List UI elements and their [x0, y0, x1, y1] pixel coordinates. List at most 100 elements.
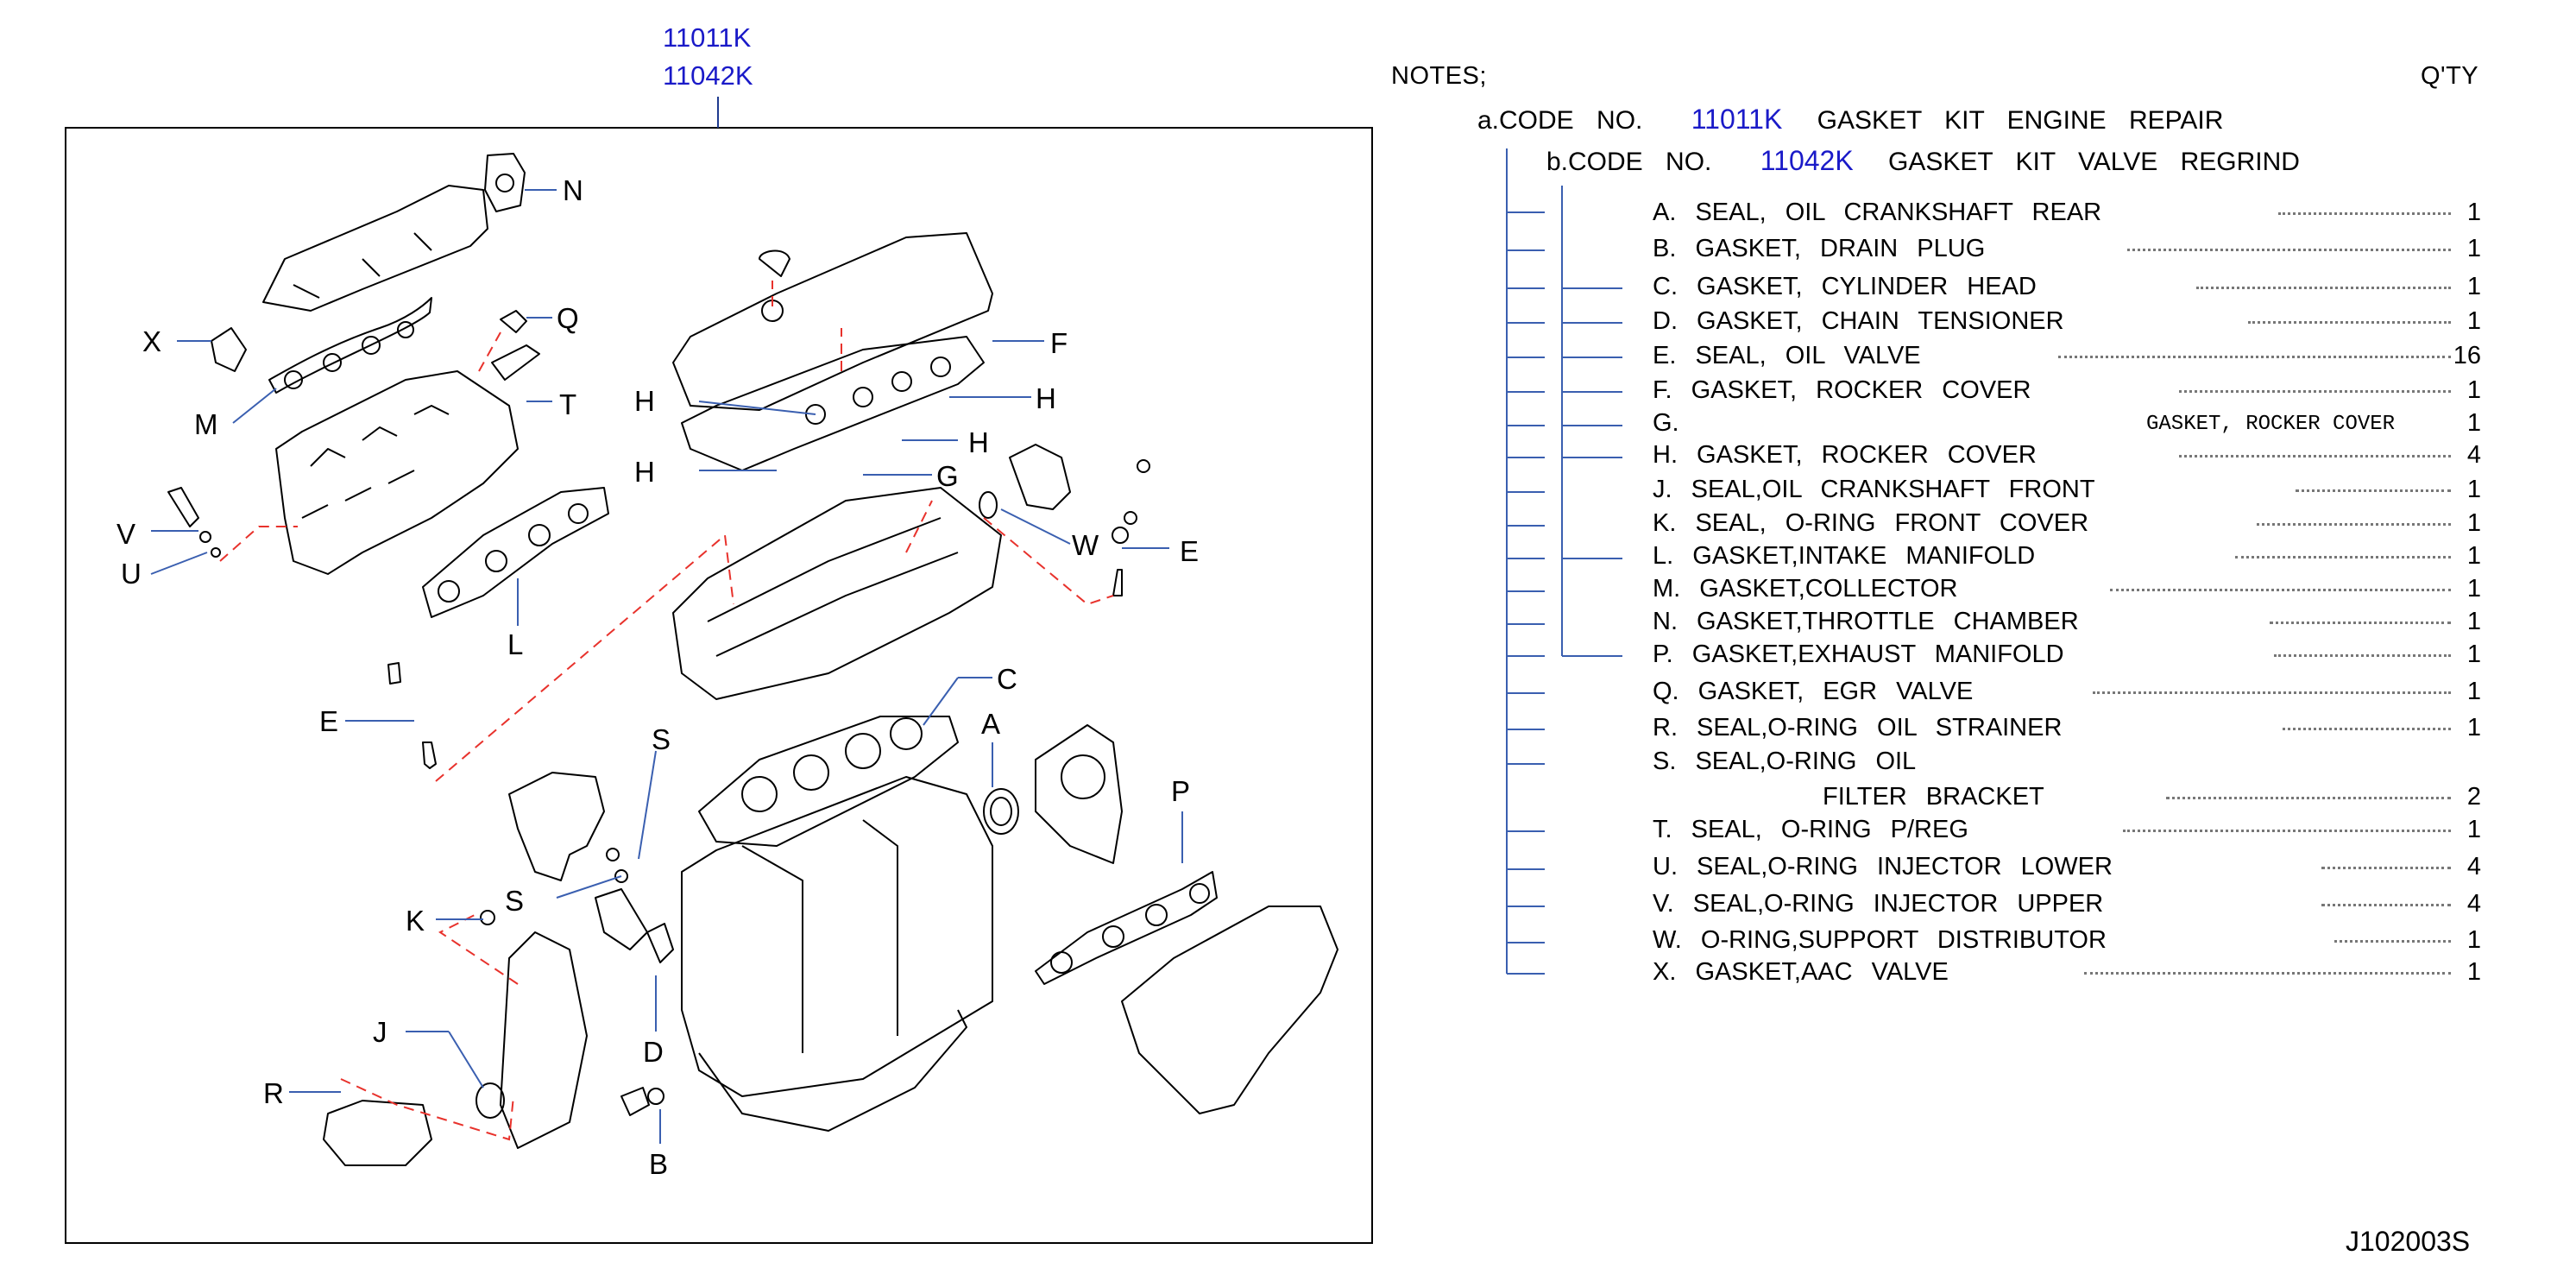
qty-header: Q'TY — [2421, 62, 2479, 90]
egr-gasket-q — [500, 310, 527, 333]
oil-pan — [698, 1009, 967, 1132]
qty-g: 1 — [2466, 409, 2481, 437]
callout-n: N — [563, 174, 583, 206]
qty-b: 1 — [2466, 235, 2481, 262]
qty-m: 1 — [2466, 575, 2481, 603]
callout-w: W — [1072, 529, 1099, 561]
note-item-r: R. SEAL,O-RING OIL STRAINER — [1653, 714, 2063, 741]
note-item-g-stamp: GASKET, ROCKER COVER — [2146, 413, 2396, 436]
rocker-gasket-f — [681, 336, 985, 471]
note-item-a: A. SEAL, OIL CRANKSHAFT REAR — [1653, 199, 2102, 226]
callout-l: L — [507, 628, 524, 660]
note-item-f: F. GASKET, ROCKER COVER — [1653, 376, 2031, 404]
collector-part — [262, 185, 488, 312]
note-item-c: C. GASKET, CYLINDER HEAD — [1653, 273, 2037, 300]
qty-e: 16 — [2453, 342, 2481, 369]
front-seal-j — [476, 1082, 505, 1119]
callout-c: C — [997, 663, 1017, 695]
qty-v: 4 — [2466, 890, 2481, 918]
valve-right-e — [1112, 569, 1123, 596]
diagram-frame — [65, 127, 1373, 1244]
qty-u: 4 — [2466, 853, 2481, 880]
callout-q: Q — [557, 302, 579, 334]
exhaust-manifold — [1121, 906, 1338, 1114]
kit-code-b: 11042K — [663, 60, 753, 91]
note-item-t: T. SEAL, O-RING P/REG — [1653, 816, 1968, 843]
note-item-x: X. GASKET,AAC VALVE — [1653, 958, 1949, 986]
collector-gasket-m — [268, 297, 432, 394]
note-item-g: G. — [1653, 409, 1679, 437]
qty-p: 1 — [2466, 640, 2481, 668]
callout-s1: S — [652, 723, 671, 755]
qty-t: 1 — [2466, 816, 2481, 843]
code-line-a: a.CODE NO. 11011K GASKET KIT ENGINE REPA… — [1477, 104, 2223, 136]
qty-s: 2 — [2466, 783, 2481, 811]
qty-a: 1 — [2466, 199, 2481, 226]
note-item-u: U. SEAL,O-RING INJECTOR LOWER — [1653, 853, 2113, 880]
callout-h2: H — [634, 456, 655, 488]
callout-h1: H — [634, 385, 655, 417]
filter-bracket — [508, 772, 605, 881]
qty-l: 1 — [2466, 542, 2481, 570]
intake-gasket-l — [422, 487, 609, 618]
callout-h3: H — [1036, 382, 1056, 414]
drain-plug — [620, 1087, 650, 1116]
note-item-w: W. O-RING,SUPPORT DISTRIBUTOR — [1653, 926, 2107, 954]
note-item-v: V. SEAL,O-RING INJECTOR UPPER — [1653, 890, 2104, 918]
qty-j: 1 — [2466, 476, 2481, 503]
rocker-cover — [672, 232, 993, 411]
callout-e-left: E — [319, 705, 339, 737]
callout-f: F — [1050, 327, 1068, 359]
qty-h: 4 — [2466, 441, 2481, 469]
callout-b: B — [649, 1148, 669, 1180]
note-item-n: N. GASKET,THROTTLE CHAMBER — [1653, 608, 2079, 635]
note-item-h: H. GASKET, ROCKER COVER — [1653, 441, 2037, 469]
qty-n: 1 — [2466, 608, 2481, 635]
callout-m: M — [194, 408, 218, 440]
throttle-gasket-n — [484, 153, 526, 212]
callout-r: R — [263, 1077, 284, 1109]
callout-k: K — [406, 905, 425, 937]
notes-title: NOTES; — [1391, 62, 1487, 90]
qty-x: 1 — [2466, 958, 2481, 986]
qty-w: 1 — [2466, 926, 2481, 954]
qty-d: 1 — [2466, 307, 2481, 335]
code-line-b: b.CODE NO. 11042K GASKET KIT VALVE REGRI… — [1546, 145, 2300, 177]
kit-code-a: 11011K — [663, 22, 752, 53]
callout-t: T — [559, 388, 577, 420]
distributor-part — [1009, 444, 1071, 510]
note-item-s: S. SEAL,O-RING OIL — [1653, 748, 1917, 775]
callout-s2: S — [505, 885, 525, 917]
oil-strainer — [323, 1100, 432, 1166]
note-item-m: M. GASKET,COLLECTOR — [1653, 575, 1958, 603]
code-a-desc: GASKET KIT ENGINE REPAIR — [1817, 106, 2224, 135]
callout-x: X — [142, 325, 162, 357]
callout-e-right: E — [1180, 535, 1200, 567]
code-b-prefix: b.CODE NO. — [1546, 148, 1712, 176]
valve-left-e — [422, 741, 437, 769]
rear-seal-a — [983, 788, 1019, 835]
callout-j: J — [373, 1016, 387, 1048]
intake-manifold — [275, 370, 519, 575]
callout-u: U — [121, 558, 142, 590]
qty-f: 1 — [2466, 376, 2481, 404]
callout-h4: H — [968, 426, 989, 458]
qty-c: 1 — [2466, 273, 2481, 300]
code-a-number: 11011K — [1691, 104, 1783, 135]
code-b-desc: GASKET KIT VALVE REGRIND — [1888, 148, 2300, 176]
chain-tensioner — [646, 923, 674, 963]
aac-gasket-x — [211, 327, 247, 372]
qty-k: 1 — [2466, 509, 2481, 537]
qty-q: 1 — [2466, 678, 2481, 705]
code-b-number: 11042K — [1760, 145, 1854, 176]
cylinder-block — [681, 776, 993, 1097]
note-item-e: E. SEAL, OIL VALVE — [1653, 342, 1921, 369]
callout-g: G — [936, 460, 959, 492]
note-item-p: P. GASKET,EXHAUST MANIFOLD — [1653, 640, 2064, 668]
note-item-b: B. GASKET, DRAIN PLUG — [1653, 235, 1986, 262]
note-item-q: Q. GASKET, EGR VALVE — [1653, 678, 1974, 705]
note-item-j: J. SEAL,OIL CRANKSHAFT FRONT — [1653, 476, 2095, 503]
note-item-k: K. SEAL, O-RING FRONT COVER — [1653, 509, 2089, 537]
front-cover — [500, 931, 588, 1149]
